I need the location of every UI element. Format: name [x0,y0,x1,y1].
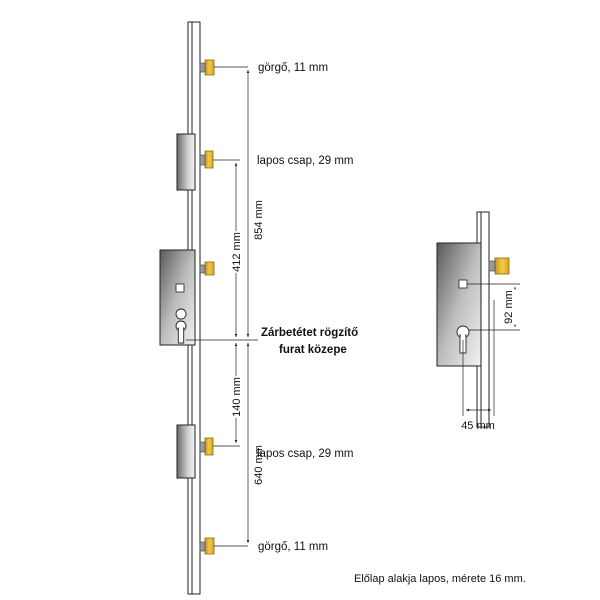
label-roller-top: görgő, 11 mm [258,62,328,74]
lower-bolt-case [176,424,196,479]
label-roller-bottom: görgő, 11 mm [258,541,328,553]
main-lock [159,21,215,595]
detail-case [436,242,482,367]
detail-latch [494,257,510,275]
roller-top [204,59,215,76]
label-flat-pin-bottom: lapos csap, 29 mm [257,448,354,460]
flat-pin-bottom [204,437,214,456]
dim-640: 640 mm [253,445,265,485]
detail-lock [436,211,510,428]
dim-140-halo [230,376,244,418]
follower-square [175,283,185,293]
upper-bolt-case [176,133,196,191]
flat-pin-top-base [199,154,206,166]
label-flat-pin-top: lapos csap, 29 mm [257,155,354,167]
note-faceplate: Előlap alakja lapos, mérete 16 mm. [354,573,526,585]
dim-412: 412 mm [231,232,243,272]
flat-pin-bottom-base [199,441,206,453]
detail-faceplate [480,211,490,428]
dim-92: 92 mm [503,290,515,324]
dim-854-halo [252,199,266,241]
label-strike-hole-line2: furat közepe [279,344,347,356]
latch [204,261,215,276]
dim-45: 45 mm [461,420,495,432]
dim-140: 140 mm [231,377,243,417]
label-strike-hole-line1: Zárbetétet rögzítő [261,327,358,339]
dim-412-halo [230,231,244,273]
detail-latch-base [488,260,496,272]
roller-top-base [199,62,206,73]
dim-640-halo [252,444,266,486]
detail-follower-square [458,279,468,289]
dim-854: 854 mm [253,200,265,240]
dim-92-halo [502,289,516,325]
roller-bottom-base [199,541,206,552]
main-case [159,249,196,346]
roller-bottom [204,537,215,555]
flat-pin-top [204,150,214,169]
latch-base [199,264,206,274]
